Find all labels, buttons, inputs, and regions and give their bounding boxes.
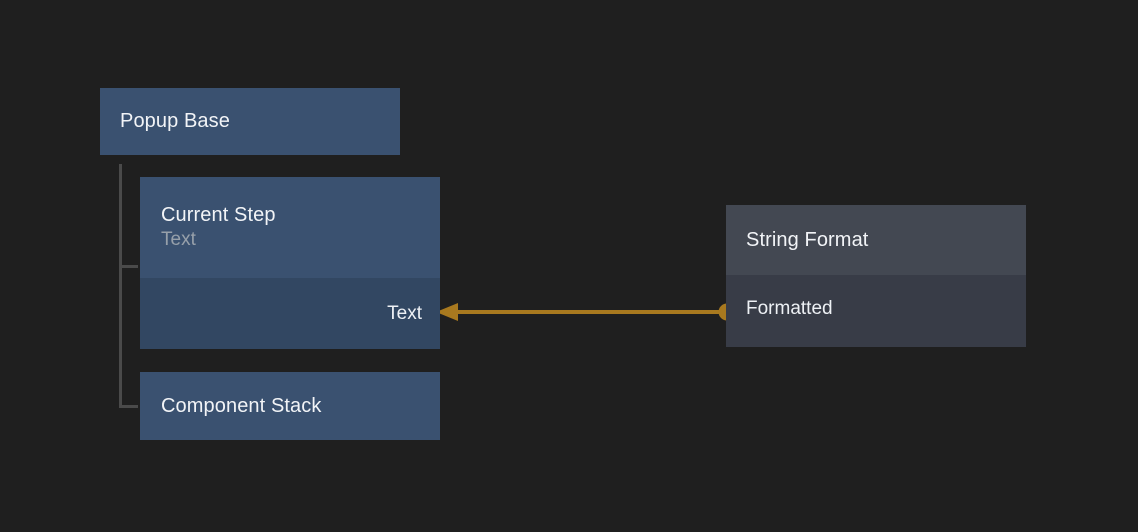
node-string-format-body: Formatted bbox=[726, 275, 1026, 347]
tree-branch-current-step bbox=[119, 265, 138, 268]
node-string-format[interactable]: String Format Formatted bbox=[726, 205, 1026, 347]
node-current-step[interactable]: Current Step Text Text bbox=[140, 177, 440, 349]
node-current-step-input-port-text[interactable]: Text bbox=[387, 303, 422, 324]
node-string-format-output-port-formatted[interactable]: Formatted bbox=[746, 298, 833, 319]
node-string-format-title: String Format bbox=[746, 228, 869, 251]
node-current-step-header[interactable]: Current Step Text bbox=[140, 177, 440, 278]
tree-branch-component-stack bbox=[119, 405, 138, 408]
node-popup-base-header[interactable]: Popup Base bbox=[100, 88, 400, 155]
node-string-format-header[interactable]: String Format bbox=[726, 205, 1026, 275]
node-popup-base-title: Popup Base bbox=[120, 110, 230, 132]
node-component-stack-title: Component Stack bbox=[161, 394, 322, 417]
node-component-stack[interactable]: Component Stack bbox=[140, 372, 440, 440]
node-component-stack-header[interactable]: Component Stack bbox=[140, 372, 440, 440]
node-current-step-subtitle: Text bbox=[161, 229, 196, 250]
node-current-step-title: Current Step bbox=[161, 204, 276, 226]
tree-trunk-line bbox=[119, 164, 122, 408]
node-popup-base[interactable]: Popup Base bbox=[100, 88, 400, 155]
node-current-step-body: Text bbox=[140, 278, 440, 349]
